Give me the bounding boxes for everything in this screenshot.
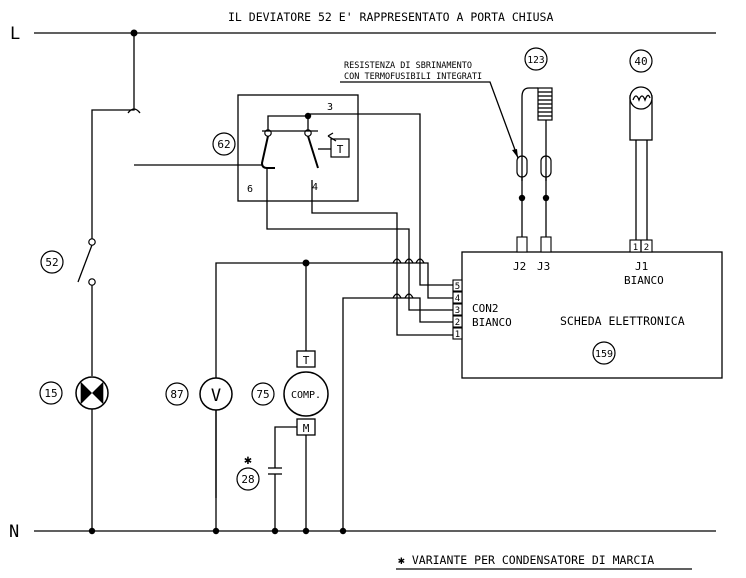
compressor-m-label: M [303, 422, 310, 435]
j1-label: J1 [635, 260, 648, 273]
voltmeter-87-ref-circle [165, 382, 189, 406]
thermostat-62-ref: 62 [217, 138, 230, 151]
lamp-15-ref: 15 [44, 387, 57, 400]
capacitor-28 [268, 426, 297, 535]
thermostat-box [237, 94, 359, 202]
live-rail-label: L [10, 24, 20, 44]
door-switch-52-blade [77, 244, 93, 283]
j1-pin-2: 2 [644, 243, 649, 253]
compressor-75-ref: 75 [256, 388, 269, 401]
lamp-15-symbol [75, 376, 109, 410]
con2-pin-3: 3 [455, 306, 460, 316]
sensor-40-ref-circle [629, 49, 653, 73]
con2-pin-2: 2 [455, 318, 460, 328]
heater-123-ref-circle [524, 47, 548, 71]
capacitor-variant-mark: ✱ [244, 453, 252, 468]
con2-connector: 5 4 3 2 1 [452, 279, 463, 340]
thermostat-t-label: T [337, 143, 344, 156]
voltmeter-87-ref: 87 [170, 388, 183, 401]
heater-description-line1: RESISTENZA DI SBRINAMENTO [344, 61, 472, 71]
door-switch-52-contact-bottom [88, 278, 96, 286]
sensor-40 [629, 86, 653, 240]
sensor-40-ref: 40 [634, 55, 647, 68]
capacitor-28-ref-circle [236, 467, 260, 491]
heater-element [537, 87, 553, 121]
thermostat-pin-4: 4 [312, 182, 318, 193]
j3-label: J3 [537, 260, 550, 273]
lamp-15-ref-circle [39, 381, 63, 405]
door-switch-52-ref: 52 [45, 256, 58, 269]
con2-pin-5: 5 [455, 282, 460, 292]
thermostat-pin-3: 3 [327, 102, 333, 113]
j2-label: J2 [513, 260, 526, 273]
con2-color: BIANCO [472, 316, 512, 329]
j2-connector [516, 236, 528, 253]
defrost-heater-123 [340, 81, 553, 237]
door-switch-branch [75, 33, 141, 535]
compressor-label: COMP. [291, 390, 321, 401]
load-wiring [215, 258, 453, 531]
board-name: SCHEDA ELETTRONICA [560, 314, 685, 328]
heater-description-line2: CON TERMOFUSIBILI INTEGRATI [344, 72, 482, 82]
heater-123-ref: 123 [527, 55, 544, 66]
thermostat-pin-6: 6 [247, 184, 253, 195]
thermostat-62: T 3 6 4 [134, 94, 453, 336]
j1-color: BIANCO [624, 274, 664, 287]
diagram-title: IL DEVIATORE 52 E' RAPPRESENTATO A PORTA… [228, 10, 553, 24]
neutral-junction-dot [339, 527, 347, 535]
electronic-board: 5 4 3 2 1 CON2 BIANCO SCHEDA ELETTRONICA… [452, 236, 723, 379]
con2-pin-4: 4 [455, 294, 460, 304]
compressor-t-label: T [303, 354, 310, 367]
con2-pin-1: 1 [455, 330, 460, 340]
thermostat-62-ref-circle [212, 132, 236, 156]
voltmeter-87: V [199, 377, 233, 535]
footnote: ✱ VARIANTE PER CONDENSATORE DI MARCIA [398, 553, 654, 567]
door-switch-52-ref-circle [40, 250, 64, 274]
voltmeter-symbol: V [211, 386, 221, 406]
compressor-75: T COMP. M [283, 263, 329, 535]
neutral-rail-label: N [9, 522, 19, 542]
con2-label: CON2 [472, 302, 499, 315]
compressor-75-ref-circle [251, 382, 275, 406]
capacitor-28-ref: 28 [241, 473, 254, 486]
live-junction-dot [130, 29, 138, 37]
board-159-ref: 159 [595, 349, 613, 360]
j1-pin-1: 1 [633, 243, 638, 253]
board-159-ref-circle [592, 341, 616, 365]
j3-connector [540, 236, 552, 253]
door-switch-52-contact-top [88, 238, 96, 246]
